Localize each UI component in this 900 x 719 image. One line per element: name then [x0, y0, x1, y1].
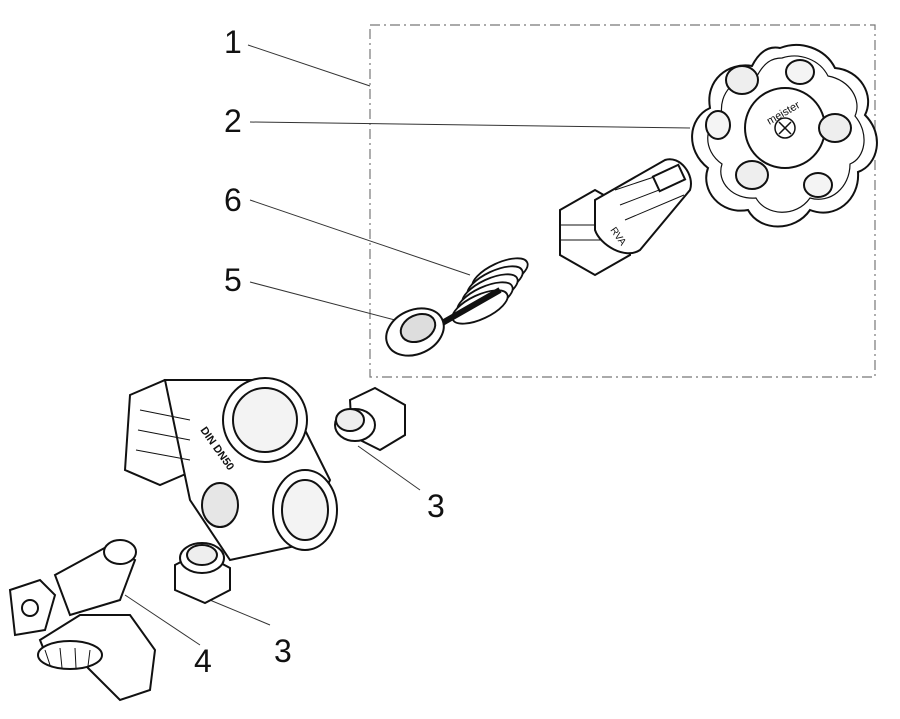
callout-5: 5 — [224, 262, 242, 298]
valve-body: DIN DN50 — [123, 377, 338, 562]
leader-1 — [247, 44, 371, 87]
body-port-side — [201, 482, 239, 528]
callout-6: 6 — [224, 182, 242, 218]
leader-4 — [124, 594, 201, 646]
callout-1: 1 — [224, 24, 242, 60]
leader-5 — [249, 281, 396, 321]
stem-tip — [651, 163, 687, 193]
leader-6 — [249, 199, 471, 276]
callout-3-lower: 3 — [274, 633, 292, 669]
spring — [451, 257, 529, 325]
leader-3a — [357, 445, 421, 491]
callout-3-upper: 3 — [427, 488, 445, 524]
valve-disc — [385, 287, 502, 357]
handwheel: meister — [691, 43, 878, 228]
plug-upper — [334, 386, 406, 452]
drain-valve — [8, 539, 157, 702]
leader-3b — [204, 597, 271, 626]
plug-lower — [174, 542, 231, 605]
leader-2 — [249, 121, 691, 129]
assembly-boundary — [369, 24, 876, 378]
callout-2: 2 — [224, 103, 242, 139]
handwheel-rim-inner — [707, 55, 865, 213]
bonnet-assembly: RVA — [559, 158, 692, 277]
callout-4: 4 — [194, 643, 212, 679]
leader-lines — [124, 44, 691, 646]
